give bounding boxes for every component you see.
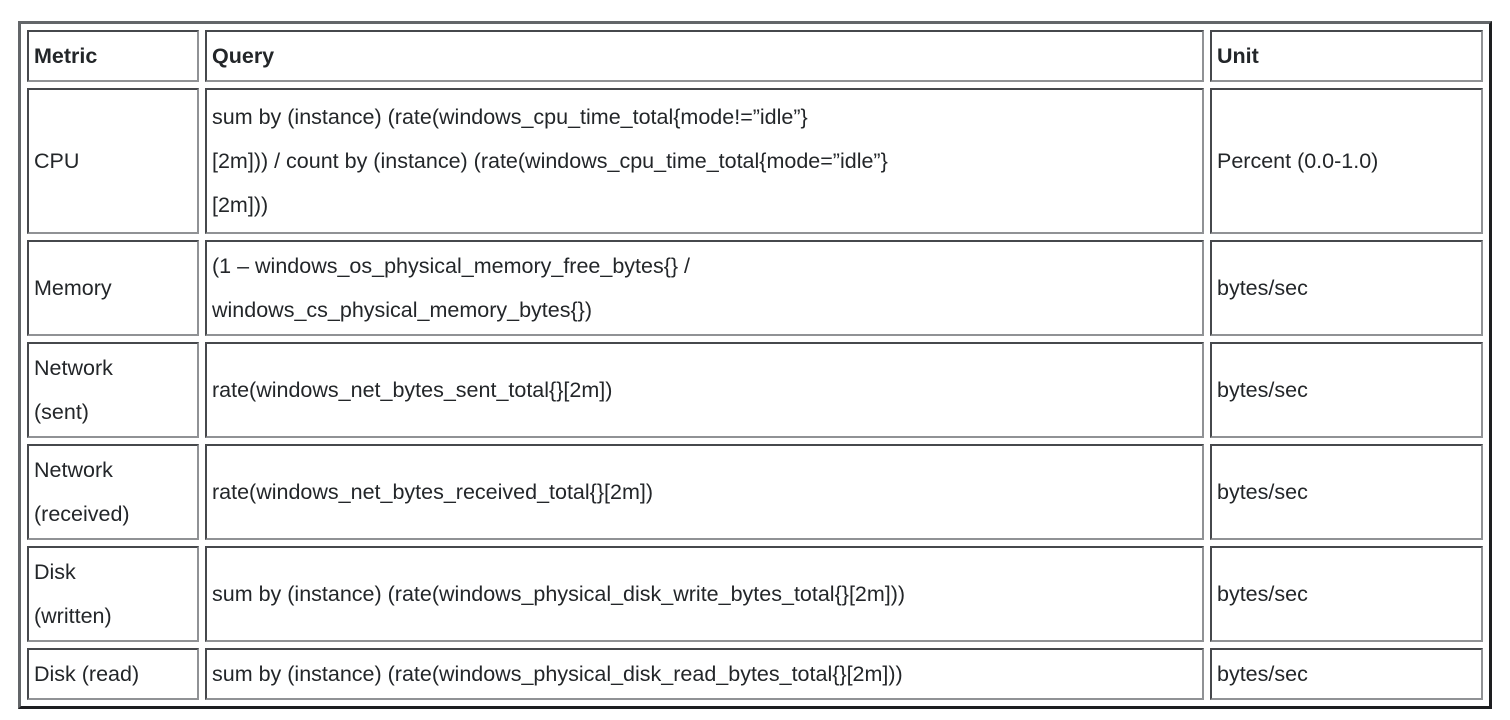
unit-cell: Percent (0.0-1.0) bbox=[1210, 88, 1483, 234]
unit-cell: bytes/sec bbox=[1210, 546, 1483, 642]
metric-cell: Disk (written) bbox=[27, 546, 199, 642]
metric-cell: Network (sent) bbox=[27, 342, 199, 438]
column-header-unit: Unit bbox=[1210, 30, 1483, 82]
row-network-sent: Network (sent) rate(windows_net_bytes_se… bbox=[27, 342, 1483, 438]
query-cell: sum by (instance) (rate(windows_physical… bbox=[205, 546, 1204, 642]
row-disk-read: Disk (read) sum by (instance) (rate(wind… bbox=[27, 648, 1483, 700]
unit-cell: bytes/sec bbox=[1210, 444, 1483, 540]
metric-cell: Memory bbox=[27, 240, 199, 336]
query-cell: (1 – windows_os_physical_memory_free_byt… bbox=[205, 240, 1204, 336]
column-header-query: Query bbox=[205, 30, 1204, 82]
query-cell: sum by (instance) (rate(windows_physical… bbox=[205, 648, 1204, 700]
row-network-received: Network (received) rate(windows_net_byte… bbox=[27, 444, 1483, 540]
row-memory: Memory (1 – windows_os_physical_memory_f… bbox=[27, 240, 1483, 336]
query-cell: sum by (instance) (rate(windows_cpu_time… bbox=[205, 88, 1204, 234]
metrics-query-table: Metric Query Unit CPU sum by (instance) … bbox=[18, 21, 1492, 709]
metric-cell: CPU bbox=[27, 88, 199, 234]
query-cell: rate(windows_net_bytes_received_total{}[… bbox=[205, 444, 1204, 540]
table-body: CPU sum by (instance) (rate(windows_cpu_… bbox=[27, 88, 1483, 700]
query-cell: rate(windows_net_bytes_sent_total{}[2m]) bbox=[205, 342, 1204, 438]
metric-cell: Disk (read) bbox=[27, 648, 199, 700]
header-row: Metric Query Unit bbox=[27, 30, 1483, 82]
unit-cell: bytes/sec bbox=[1210, 240, 1483, 336]
metric-cell: Network (received) bbox=[27, 444, 199, 540]
column-header-metric: Metric bbox=[27, 30, 199, 82]
row-disk-written: Disk (written) sum by (instance) (rate(w… bbox=[27, 546, 1483, 642]
row-cpu: CPU sum by (instance) (rate(windows_cpu_… bbox=[27, 88, 1483, 234]
unit-cell: bytes/sec bbox=[1210, 648, 1483, 700]
unit-cell: bytes/sec bbox=[1210, 342, 1483, 438]
table-header: Metric Query Unit bbox=[27, 30, 1483, 82]
